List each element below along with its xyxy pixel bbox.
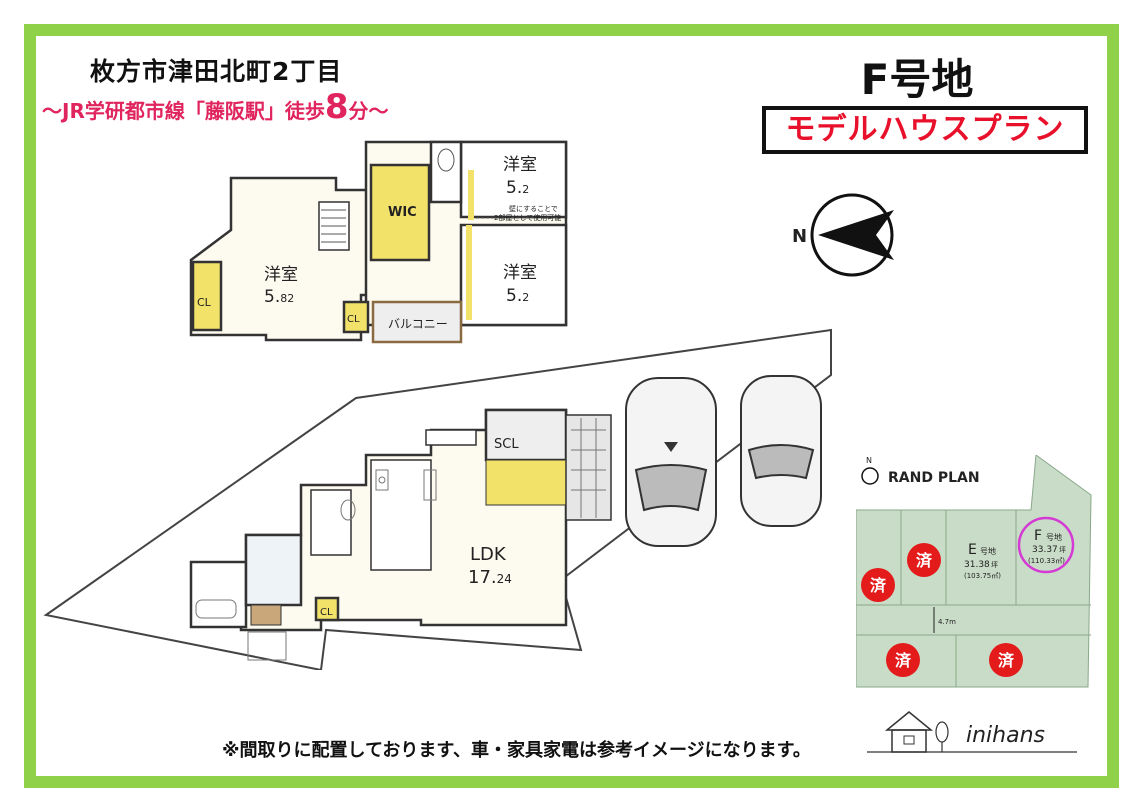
sold-label-4: 済 [998, 651, 1015, 670]
cl-label-1: CL [197, 296, 212, 309]
floor-2 [189, 140, 568, 344]
lot-f-tsubo-unit: 坪 [1059, 546, 1066, 554]
lot-f-suffix: 号地 [1046, 532, 1062, 542]
room-a-size: 5. [506, 178, 522, 198]
access-minutes: 8 [324, 87, 349, 127]
ldk-label: LDK [470, 544, 507, 565]
svg-text:17.24: 17.24 [468, 567, 512, 588]
plan-type-badge: モデルハウスプラン [762, 106, 1088, 154]
lot-e-name: E [968, 542, 977, 558]
site-north: N [866, 456, 872, 465]
svg-text:5.2: 5.2 [506, 178, 529, 198]
compass-icon: N [792, 193, 894, 277]
room-c-name: 洋室 [264, 265, 298, 285]
lot-f-tsubo: 33.37 [1032, 545, 1058, 555]
floor-plan: 洋室 5.2 壁にすることで 2部屋として使用可能 洋室 5.2 洋室 5.82… [43, 140, 832, 670]
address-title: 枚方市津田北町2丁目 [90, 57, 343, 86]
compass-letter: N [792, 226, 807, 247]
site-map: N RAND PLAN 済 済 済 済 E 号地 31.38 坪 (103.75… [856, 455, 1092, 688]
cl-label-1f: CL [320, 607, 333, 618]
room-b-size: 5. [506, 286, 522, 306]
sold-label-1: 済 [916, 551, 933, 570]
disclaimer-note: ※間取りに配置しております、車・家具家電は参考イメージになります。 [222, 740, 811, 761]
wall-note-1: 壁にすることで [509, 204, 558, 213]
lot-f-highlight [1017, 516, 1075, 574]
room-c-size: 5. [264, 287, 280, 307]
car-2 [740, 375, 822, 527]
ldk-size-dec: 24 [497, 572, 512, 586]
sold-markers [861, 543, 1023, 677]
brand-logo: inihans [867, 711, 1077, 753]
sold-label-2: 済 [870, 576, 887, 595]
access-info: 〜JR学研都市線「藤阪駅」徒歩8分〜 [42, 90, 389, 124]
car-1 [625, 377, 717, 547]
lot-e-tsubo: 31.38 [964, 560, 990, 570]
lot-f-sqm: (110.33㎡) [1028, 557, 1065, 565]
lot-e-sqm: (103.75㎡) [964, 572, 1001, 580]
wall-note-2: 2部屋として使用可能 [494, 213, 561, 222]
wic-label: WIC [388, 205, 417, 220]
north-icon [861, 467, 879, 485]
scl-label: SCL [494, 437, 519, 452]
brand-text: inihans [966, 723, 1045, 748]
room-a-size-dec: 2 [522, 183, 529, 196]
room-a-name: 洋室 [503, 155, 537, 175]
ldk-size: 17. [468, 567, 497, 588]
cl-label-2: CL [347, 314, 360, 325]
lot-e-suffix: 号地 [980, 546, 996, 556]
balcony-label: バルコニー [388, 317, 448, 331]
access-prefix: 〜JR学研都市線「藤阪駅」徒歩 [42, 99, 325, 123]
room-b-name: 洋室 [503, 263, 537, 283]
svg-text:5.2: 5.2 [506, 286, 529, 306]
floor-1 [189, 408, 612, 632]
lot-title: F号地 [860, 55, 974, 104]
lot-e-tsubo-unit: 坪 [991, 561, 998, 569]
lot-f-name: F [1034, 528, 1042, 544]
site-title: RAND PLAN [888, 470, 980, 486]
room-b-size-dec: 2 [522, 291, 529, 304]
sold-label-3: 済 [895, 651, 912, 670]
road-width: 4.7m [938, 618, 956, 626]
svg-text:5.82: 5.82 [264, 287, 294, 307]
room-c-size-dec: 82 [280, 292, 294, 305]
access-suffix: 分〜 [348, 99, 389, 123]
